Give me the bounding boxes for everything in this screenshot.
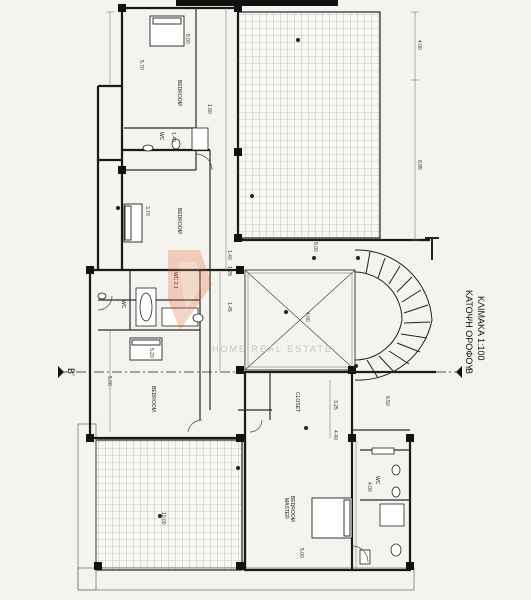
dim-room2: 3.70 xyxy=(144,206,150,216)
room-label-master-2: BEDROOM xyxy=(289,496,295,522)
room-label-wc-master: WC xyxy=(374,476,380,485)
dim-master-b: 5.00 xyxy=(298,548,304,558)
dim-stair: 5.00 xyxy=(312,242,318,252)
dim-wc-a: 1.40 xyxy=(170,132,176,142)
dim-low-a: 5.20 xyxy=(148,348,154,358)
balcony-rail-left xyxy=(77,423,97,591)
dim-master-a: 4.40 xyxy=(332,430,338,440)
dim-mid-b: 1.40 xyxy=(226,250,232,260)
room-label-wc-left: WC xyxy=(120,300,126,309)
dim-wc-b: 1.60 xyxy=(206,104,212,114)
room-label-master-1: MASTER xyxy=(283,498,289,519)
dim-void: 4.00 xyxy=(304,312,310,322)
section-label-left: B' xyxy=(66,368,76,376)
dim-top-v: 5.70 xyxy=(138,60,144,70)
beds xyxy=(123,15,353,539)
room-label-wc-mid: WC 2.1 xyxy=(172,272,178,289)
dim-master-c: 4.00 xyxy=(366,482,372,492)
balcony-rail-bottom xyxy=(77,567,415,591)
dim-side: 6.50 xyxy=(384,396,390,406)
room-label-bedroom-lower: BEDROOM xyxy=(150,386,156,412)
room-label-wc-top: WC xyxy=(158,132,164,141)
void xyxy=(244,269,356,371)
watermark-logo xyxy=(168,250,212,330)
dim-right-a: 4.00 xyxy=(416,40,422,50)
spiral-stair xyxy=(354,249,433,381)
dim-mid-a: 1.28 xyxy=(226,266,232,276)
section-arrow-left xyxy=(58,366,64,378)
dim-terr: 10.00 xyxy=(160,512,166,525)
level-markers xyxy=(116,38,360,518)
plan-scale: ΚΛΙΜΑΚΑ 1:100 xyxy=(476,296,486,361)
dim-right-b: 8.85 xyxy=(416,160,422,170)
plan-title: ΚΑΤΟΨΗ ΟΡΟΦΟΥ xyxy=(464,290,474,370)
dim-mid-c: 1.45 xyxy=(226,302,232,312)
sanitary-fixtures xyxy=(97,127,405,565)
section-arrow-right xyxy=(456,366,462,378)
columns xyxy=(86,0,414,570)
void-cross xyxy=(244,269,356,371)
terrace-bottom xyxy=(95,439,243,571)
dim-low-b: 5.00 xyxy=(106,376,112,386)
dim-closet: 3.25 xyxy=(332,400,338,410)
terrace-top xyxy=(237,11,381,239)
dimension-lines xyxy=(106,8,419,570)
door-swings xyxy=(97,153,369,563)
section-label-right: B xyxy=(464,368,474,374)
dim-top-h: 5.00 xyxy=(184,34,190,44)
room-label-bedroom-top: BEDROOM xyxy=(176,80,182,106)
room-label-bedroom-middle: BEDROOM xyxy=(176,208,182,234)
room-label-closet: CLOSET xyxy=(294,392,300,412)
watermark-text: HOME REAL ESTATE xyxy=(212,344,333,354)
